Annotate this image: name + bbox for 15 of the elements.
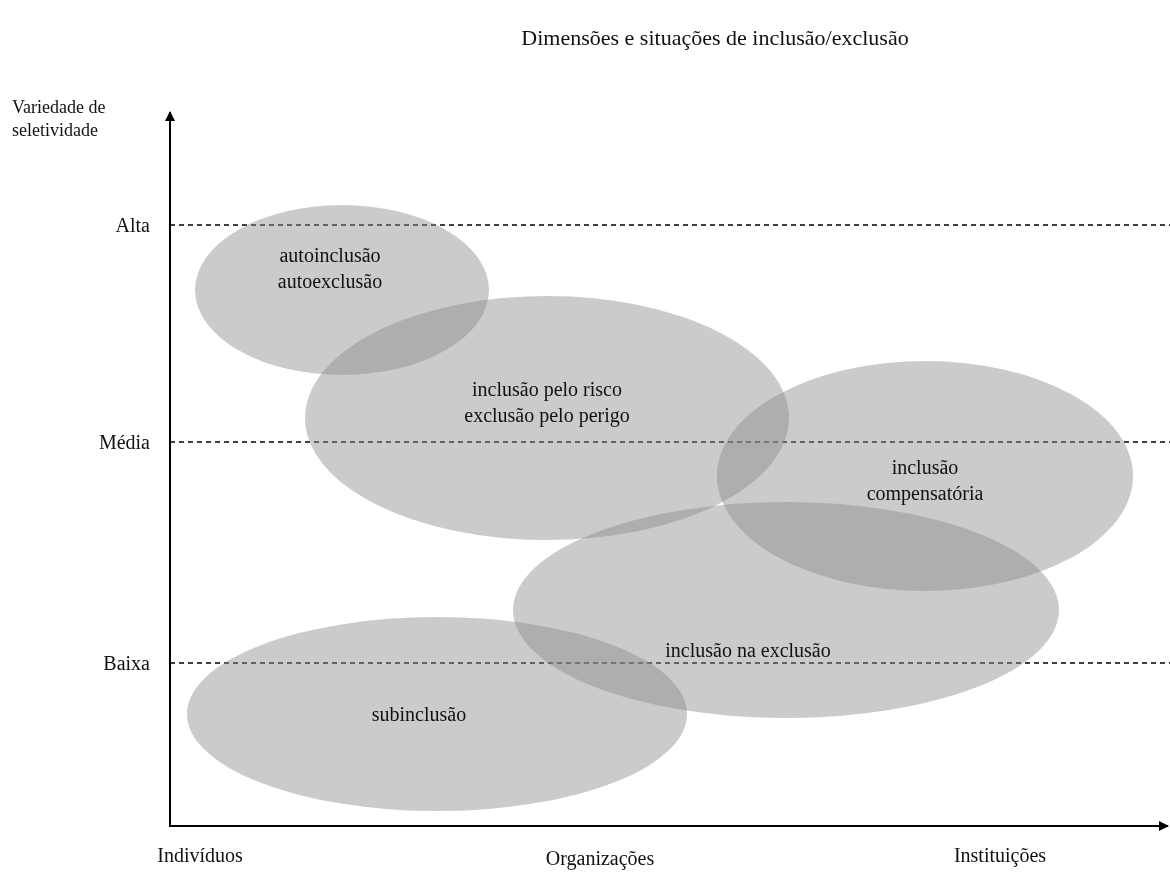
axis-tick-label: Instituições (952, 843, 1048, 867)
chart-title: Dimensões e situações de inclusão/exclusão (520, 26, 910, 50)
region-label: exclusão pelo perigo (464, 403, 630, 428)
axis-tick-label: Organizações (544, 846, 656, 870)
axis-tick-label: Baixa (102, 651, 150, 675)
axis-title: Variedade de seletividade (12, 96, 107, 142)
region-label: autoexclusão (277, 269, 383, 294)
region-label: inclusão na exclusão (665, 638, 831, 663)
axis-tick-label: Média (97, 430, 150, 454)
axis-tick-label: Alta (114, 213, 150, 237)
axis-tick-label: Indivíduos (156, 843, 244, 867)
region-label: subinclusão (371, 702, 467, 727)
region-label: inclusão compensatória (865, 455, 985, 506)
region-label: inclusão pelo risco (472, 377, 622, 402)
region-label: autoinclusão (279, 243, 381, 268)
